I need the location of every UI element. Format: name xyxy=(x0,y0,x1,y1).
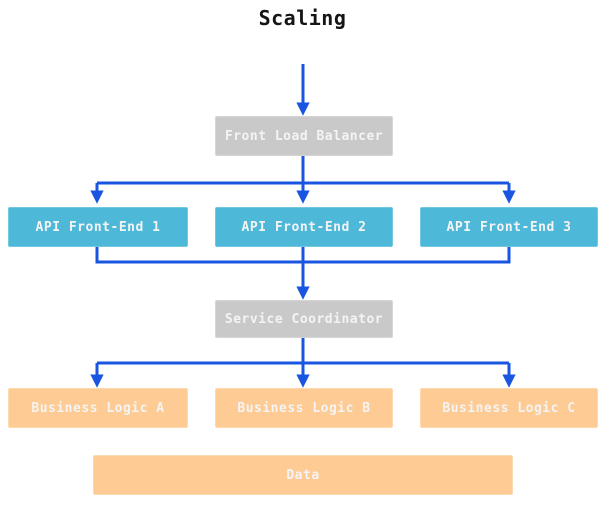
node-api-front-end-3: API Front-End 3 xyxy=(420,207,598,247)
node-front-load-balancer: Front Load Balancer xyxy=(215,116,393,156)
node-api-front-end-2: API Front-End 2 xyxy=(215,207,393,247)
node-api-front-end-1: API Front-End 1 xyxy=(8,207,188,247)
node-service-coordinator: Service Coordinator xyxy=(215,300,393,338)
node-api-front-end-2-label: API Front-End 2 xyxy=(241,219,367,235)
node-business-logic-a-label: Business Logic A xyxy=(31,400,165,416)
node-business-logic-c-label: Business Logic C xyxy=(442,400,576,416)
node-api-front-end-3-label: API Front-End 3 xyxy=(446,219,572,235)
node-data: Data xyxy=(93,455,513,495)
node-api-front-end-1-label: API Front-End 1 xyxy=(35,219,161,235)
node-business-logic-b-label: Business Logic B xyxy=(237,400,371,416)
node-data-label: Data xyxy=(286,467,320,483)
node-business-logic-b: Business Logic B xyxy=(215,388,393,428)
edge-api-converge xyxy=(95,247,511,264)
diagram-title: Scaling xyxy=(258,6,347,30)
node-service-coordinator-label: Service Coordinator xyxy=(224,311,384,327)
node-business-logic-c: Business Logic C xyxy=(420,388,598,428)
node-front-load-balancer-label: Front Load Balancer xyxy=(224,128,384,144)
node-business-logic-a: Business Logic A xyxy=(8,388,188,428)
